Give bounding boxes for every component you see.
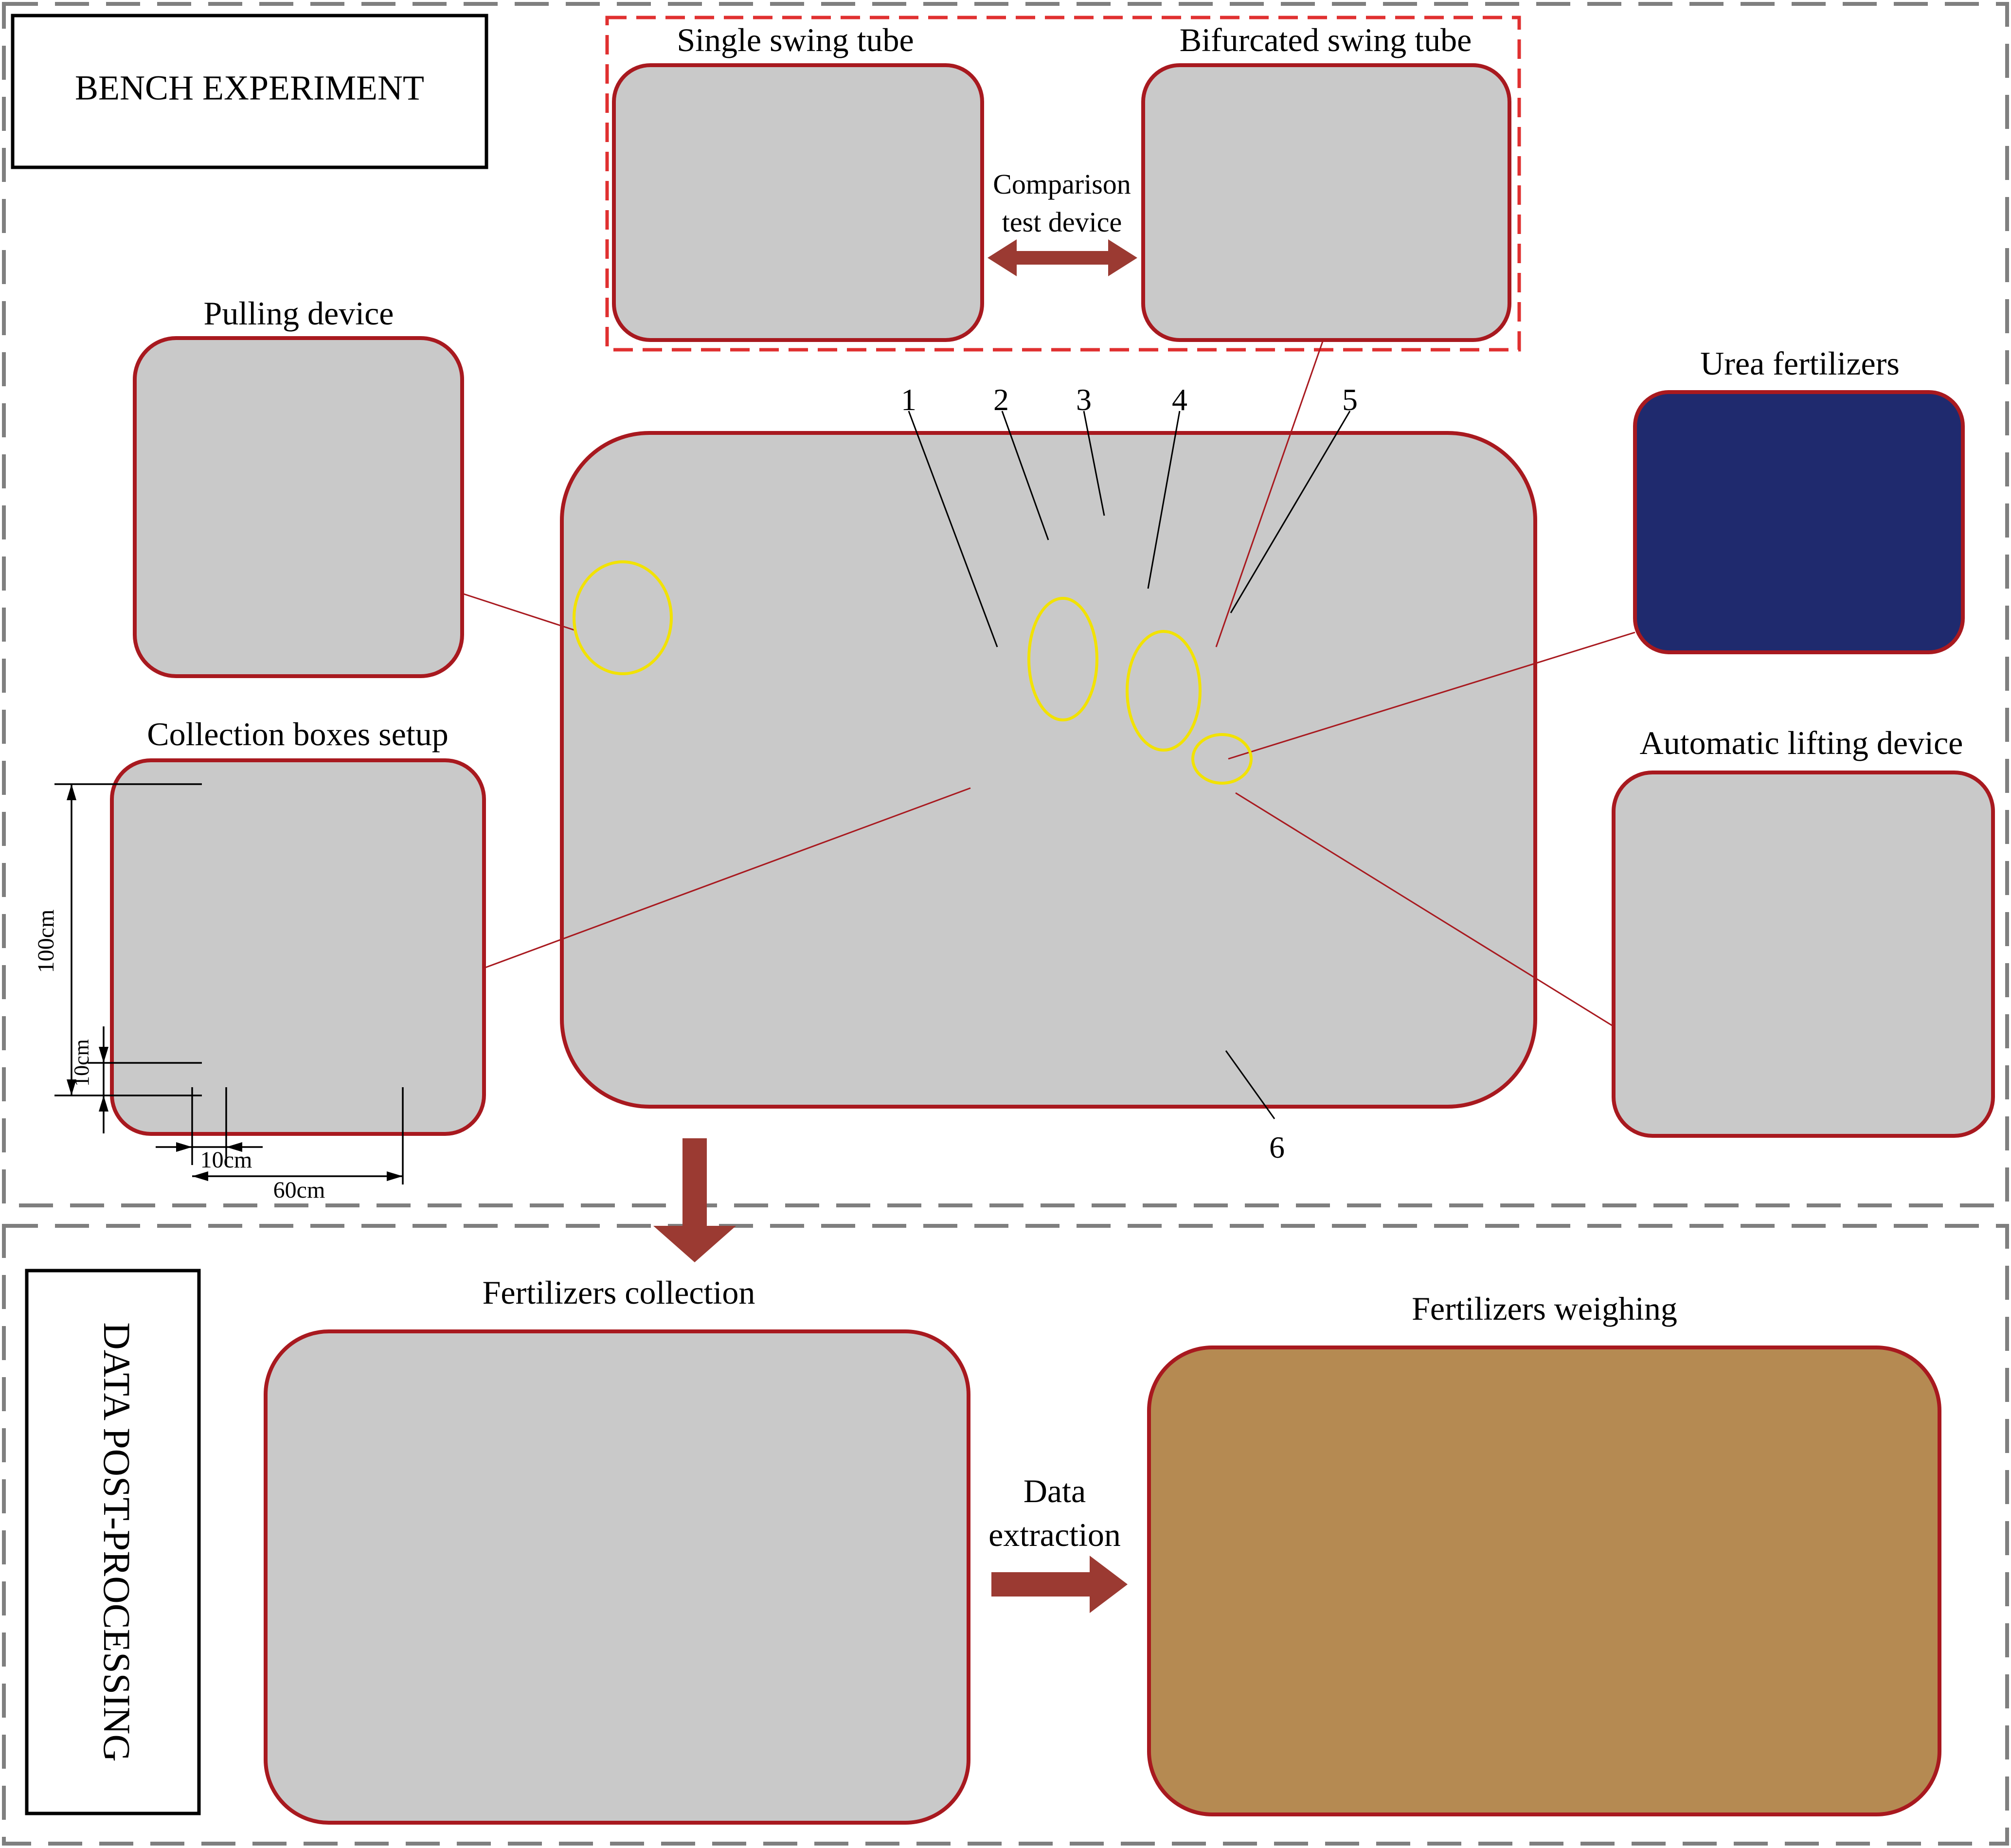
connector-collection bbox=[484, 787, 971, 969]
comparison-double-arrow bbox=[988, 239, 1137, 276]
arrowhead bbox=[226, 1142, 242, 1152]
highlight-spread bbox=[1191, 733, 1253, 785]
callout-4: 4 bbox=[1172, 382, 1187, 417]
bifurcated-tube-photo bbox=[1141, 63, 1511, 342]
post-title: DATA POST-PROCESSING bbox=[96, 1322, 138, 1761]
connector-urea bbox=[1228, 631, 1635, 760]
highlight-pulling bbox=[573, 560, 673, 675]
dimension-lines bbox=[54, 783, 404, 1184]
callout-5: 5 bbox=[1342, 382, 1358, 417]
data-extraction-arrow bbox=[991, 1556, 1128, 1613]
urea-caption: Urea fertilizers bbox=[1700, 345, 1900, 382]
dim-row-label: 10cm bbox=[70, 1039, 93, 1087]
dim-height-label: 100cm bbox=[33, 910, 59, 973]
comparison-frame bbox=[605, 16, 1521, 352]
connector-bifurcated bbox=[1215, 340, 1324, 647]
bench-section-frame bbox=[2, 2, 2009, 1207]
leader-1 bbox=[908, 411, 998, 647]
bifurcated-tube-caption: Bifurcated swing tube bbox=[1180, 21, 1472, 58]
data-extraction-line1: Data bbox=[1023, 1472, 1086, 1509]
arrowhead bbox=[176, 1142, 192, 1152]
post-title-box bbox=[25, 1269, 201, 1815]
callout-1: 1 bbox=[901, 382, 916, 417]
highlight-lift bbox=[1027, 597, 1098, 721]
arrowhead bbox=[67, 1079, 76, 1095]
dimension-arrowheads bbox=[67, 784, 403, 1181]
callout-leaders bbox=[908, 411, 1351, 1119]
pulling-device-caption: Pulling device bbox=[204, 295, 394, 332]
weighing-caption: Fertilizers weighing bbox=[1412, 1290, 1677, 1327]
highlight-tube bbox=[1126, 630, 1202, 752]
leader-4 bbox=[1147, 411, 1181, 589]
data-extraction-line2: extraction bbox=[988, 1516, 1121, 1553]
lifting-device-photo bbox=[1612, 771, 1995, 1138]
arrowhead bbox=[192, 1171, 208, 1181]
comparison-label-line2: test device bbox=[1002, 206, 1122, 238]
single-tube-photo bbox=[612, 63, 984, 342]
leader-5 bbox=[1230, 411, 1351, 613]
comparison-label-line1: Comparison bbox=[993, 168, 1131, 200]
urea-photo bbox=[1633, 390, 1965, 654]
down-arrow bbox=[653, 1138, 736, 1262]
post-section-frame bbox=[2, 1224, 2009, 1846]
connector-pulling bbox=[462, 592, 575, 631]
arrowhead bbox=[99, 1047, 108, 1063]
arrowhead bbox=[99, 1095, 108, 1112]
leader-6 bbox=[1225, 1050, 1275, 1119]
collection-photo bbox=[264, 1329, 970, 1825]
single-tube-caption: Single swing tube bbox=[677, 21, 914, 58]
bench-title-box bbox=[11, 14, 488, 169]
main-rig-photo bbox=[560, 431, 1537, 1109]
arrowhead bbox=[387, 1171, 403, 1181]
leader-3 bbox=[1083, 411, 1105, 516]
dim-col-label: 10cm bbox=[200, 1147, 252, 1173]
connector-lines bbox=[462, 340, 1635, 1027]
bench-title: BENCH EXPERIMENT bbox=[75, 69, 424, 108]
pulling-device-photo bbox=[133, 336, 464, 678]
collection-setup-caption: Collection boxes setup bbox=[147, 716, 448, 753]
collection-setup-photo bbox=[110, 758, 486, 1136]
callout-6: 6 bbox=[1269, 1130, 1285, 1165]
callout-2: 2 bbox=[993, 382, 1009, 417]
arrowhead bbox=[67, 784, 76, 800]
leader-2 bbox=[1001, 411, 1049, 540]
collection-caption: Fertilizers collection bbox=[483, 1274, 755, 1311]
connector-lifting bbox=[1235, 792, 1614, 1027]
callout-3: 3 bbox=[1076, 382, 1092, 417]
highlight-ellipses bbox=[573, 560, 1253, 785]
lifting-device-caption: Automatic lifting device bbox=[1640, 724, 1963, 761]
weighing-photo bbox=[1147, 1346, 1941, 1816]
dim-width-label: 60cm bbox=[273, 1177, 325, 1203]
